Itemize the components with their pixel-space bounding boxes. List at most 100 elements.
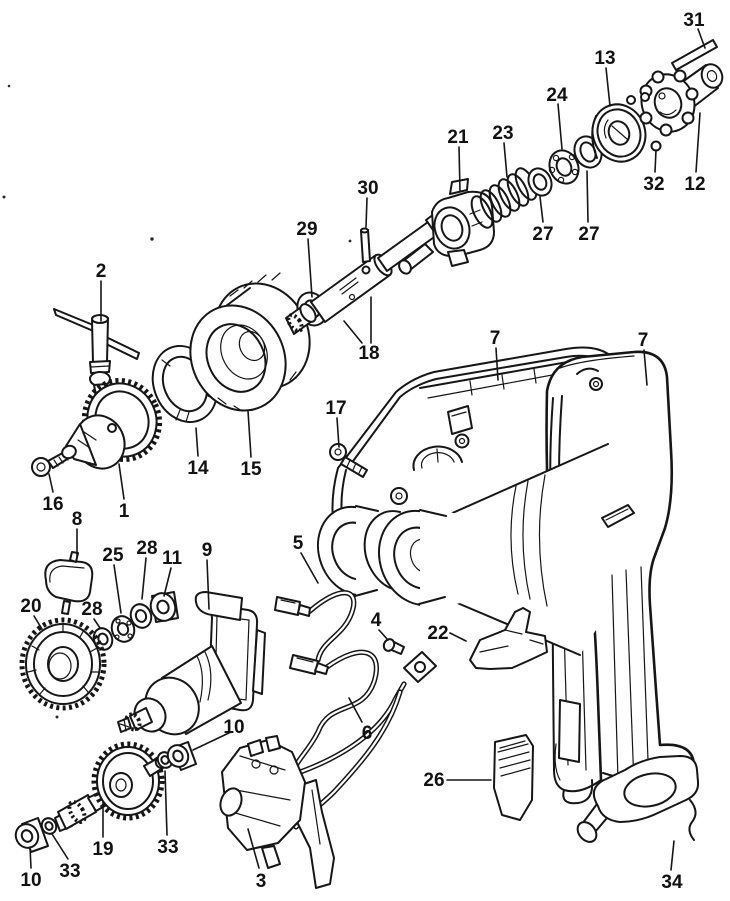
part-callout-30-7: 30 [357, 178, 378, 199]
part-countershaft-19 [54, 741, 166, 832]
part-lead-wire-5 [274, 590, 357, 663]
part-callout-12-5: 12 [684, 174, 705, 195]
part-callout-11-25: 11 [162, 548, 183, 569]
callout-leader-12 [695, 112, 701, 173]
part-callout-17-15: 17 [325, 398, 346, 419]
part-clutch-collar-15 [189, 272, 311, 412]
part-callout-18-14: 18 [358, 343, 379, 364]
part-callout-3-37: 3 [256, 871, 267, 892]
part-brush-cap-8 [44, 551, 94, 615]
callout-leader-33 [164, 770, 168, 836]
part-bearing-retainer-24 [548, 149, 580, 185]
callout-leader-14 [195, 427, 199, 457]
part-cord-protector-34 [576, 755, 700, 843]
callout-leader-11 [163, 567, 172, 597]
part-screw-17 [329, 443, 368, 478]
callout-leader-15 [247, 410, 252, 458]
part-callout-15-17: 15 [240, 459, 262, 480]
part-callout-23-3: 23 [492, 123, 513, 144]
part-gear-case-21 [398, 178, 495, 275]
callout-leader-27 [539, 196, 544, 223]
part-chuck-key-2 [53, 308, 140, 399]
part-callout-29-10: 29 [296, 219, 317, 240]
part-callout-26-32: 26 [423, 770, 444, 791]
part-callout-1-19: 1 [119, 501, 130, 522]
part-callout-8-20: 8 [72, 509, 83, 530]
callout-leader-16 [48, 473, 54, 493]
callout-leader-31 [697, 28, 706, 49]
part-callout-20-26: 20 [20, 596, 41, 617]
part-callout-22-29: 22 [427, 623, 448, 644]
part-bearing-10-right [166, 741, 197, 771]
callout-leader-10 [29, 846, 32, 869]
callout-leader-34 [670, 840, 675, 871]
part-callout-9-23: 9 [202, 540, 213, 561]
part-callout-25-24: 25 [102, 545, 124, 566]
callout-leader-3 [247, 828, 260, 869]
callout-leader-21 [458, 146, 461, 192]
part-pin-30 [360, 227, 371, 275]
callout-leader-30 [365, 197, 368, 228]
part-lever-22 [469, 607, 548, 670]
part-callout-31-0: 31 [683, 10, 705, 31]
callout-leader-5 [300, 552, 319, 584]
part-washer-28-upper [129, 603, 153, 629]
part-callout-21-4: 21 [447, 127, 469, 148]
callout-leader-25 [113, 564, 122, 614]
callout-leader-20 [33, 615, 43, 630]
callout-leader-18 [343, 320, 363, 344]
part-washer-33-left [40, 817, 58, 835]
part-callout-16-18: 16 [42, 494, 63, 515]
callout-leader-6 [348, 697, 363, 723]
callout-leader-33 [51, 833, 69, 860]
part-callout-7-12: 7 [490, 328, 501, 349]
callout-leader-7 [495, 347, 499, 381]
part-gear-20 [19, 617, 107, 711]
callout-leader-29 [307, 238, 313, 298]
part-callout-10-30: 10 [223, 717, 244, 738]
callout-leader-23 [503, 142, 508, 178]
part-callout-13-1: 13 [594, 48, 615, 69]
part-screw-4 [382, 638, 405, 655]
part-callout-6-31: 6 [362, 723, 373, 744]
part-callout-28-22: 28 [136, 538, 157, 559]
part-callout-34-38: 34 [661, 872, 683, 893]
part-callout-5-21: 5 [293, 533, 304, 554]
callout-leader-28 [93, 618, 101, 629]
callout-leader-9 [206, 559, 210, 610]
part-bearing-10-left [14, 817, 49, 853]
part-lockwasher-25 [110, 615, 136, 643]
part-callout-10-36: 10 [20, 870, 41, 891]
part-ball-bearings-12 [626, 92, 650, 105]
callout-leader-22 [449, 632, 467, 642]
part-lead-wire-6 [289, 649, 437, 830]
part-callout-32-6: 32 [643, 174, 664, 195]
part-callout-33-35: 33 [59, 861, 80, 882]
callout-leader-32 [654, 149, 657, 173]
callout-leader-13 [605, 67, 611, 107]
part-callout-7-13: 7 [638, 330, 649, 351]
callout-leader-17 [336, 417, 340, 448]
part-callout-27-9: 27 [578, 224, 599, 245]
part-callout-33-33: 33 [157, 837, 178, 858]
part-callout-2-11: 2 [96, 261, 107, 282]
part-pin-31 [671, 39, 718, 71]
part-clutch-hub-12 [639, 63, 724, 137]
part-chuck-1 [61, 378, 163, 470]
part-nut-11 [149, 591, 179, 623]
part-ball-32 [650, 140, 662, 152]
callout-leader-28 [141, 557, 147, 600]
part-brush-cover-26 [493, 734, 534, 821]
callout-leader-10 [192, 731, 232, 751]
scan-specks [2, 84, 352, 719]
part-callout-4-28: 4 [371, 610, 382, 631]
callout-leader-24 [557, 103, 563, 150]
part-gear-13 [591, 103, 647, 163]
part-callout-19-34: 19 [92, 839, 113, 860]
callout-leader-27 [586, 170, 589, 223]
part-callout-14-16: 14 [187, 458, 209, 479]
part-switch-3 [219, 735, 335, 889]
